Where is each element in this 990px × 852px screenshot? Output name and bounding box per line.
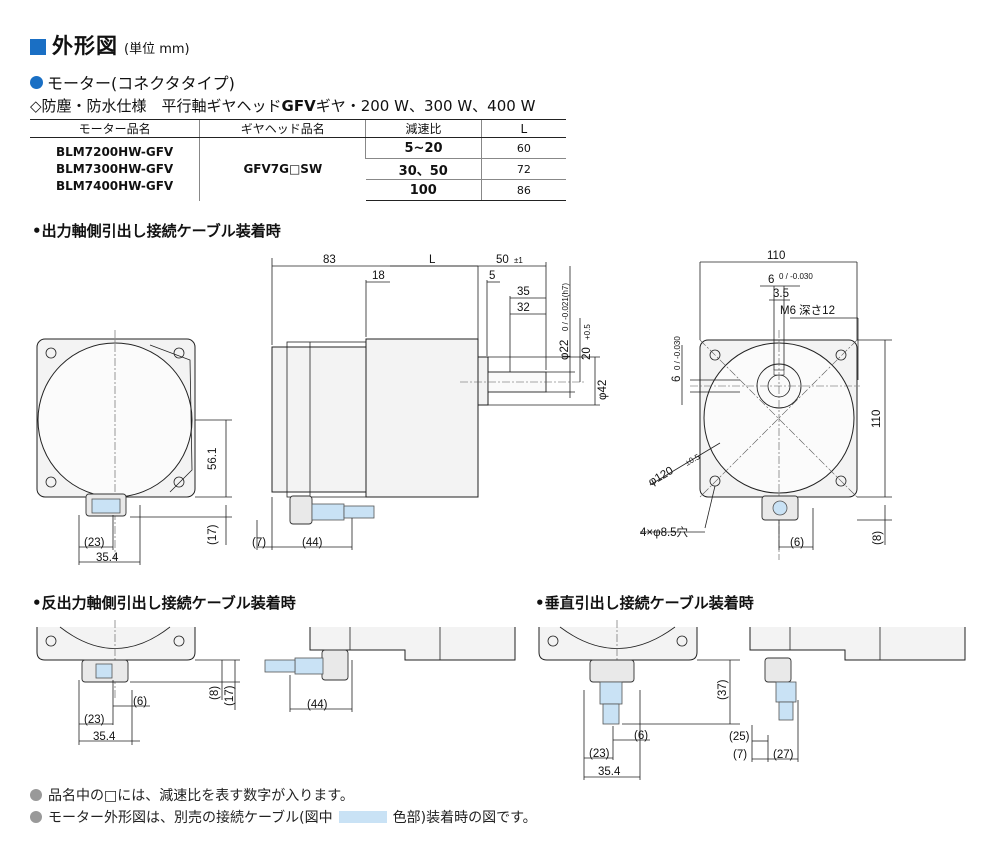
table-row: 100 86: [30, 179, 566, 201]
dim-17-b: (17): [224, 685, 236, 706]
spec-prefix: ◇防塵・防水仕様 平行軸ギヤヘッド: [30, 97, 282, 115]
ratio-cell: 5~20: [365, 137, 482, 159]
motor-side-view: 83 18 L 50 ±1 5 35 32 φ22 0 / -0.021(h7)…: [252, 254, 609, 550]
dim-5: 5: [489, 270, 495, 282]
note-2-text-end: 色部)装着時の図です。: [392, 810, 537, 826]
title-square-icon: [30, 39, 46, 55]
table-row: BLM7200HW-GFV BLM7300HW-GFV BLM7400HW-GF…: [30, 137, 566, 201]
dim-phi120: φ120: [647, 465, 676, 489]
spec-table: モーター品名 ギヤヘッド品名 減速比 L BLM7200HW-GFV BLM73…: [30, 119, 566, 201]
dim-phi42: φ42: [597, 380, 609, 400]
col-header-gearhead: ギヤヘッド品名: [199, 119, 366, 138]
col-header-l: L: [480, 119, 566, 138]
dim-6-side-tol: 0 / -0.030: [673, 336, 682, 370]
dim-44-b: (44): [307, 699, 328, 711]
dim-23: (23): [84, 537, 105, 549]
vertical-side-view: (25) (7) (27): [729, 627, 966, 762]
dim-20: 20: [581, 347, 593, 360]
dim-6: (6): [790, 537, 804, 549]
l-cell: 86: [480, 179, 566, 201]
dim-phi22: φ22: [559, 340, 571, 360]
dim-6-b: (6): [133, 696, 147, 708]
table-row: 30、50 72: [30, 158, 566, 180]
dim-110-top: 110: [767, 250, 785, 262]
l-cell: 60: [480, 137, 566, 159]
dim-27: (27): [773, 749, 794, 761]
vertical-front-view: (23) 35.4 (6) (37): [538, 620, 740, 780]
gearhead-cell: GFV7G□SW: [199, 137, 366, 201]
model-name: BLM7300HW-GFV: [56, 161, 174, 176]
dim-6-side: 6: [671, 376, 683, 382]
dim-20-tol: +0.5: [583, 324, 592, 340]
dim-110-side: 110: [871, 410, 883, 428]
page-header: 外形図 (単位 mm): [30, 30, 190, 60]
dim-3-5: 3.5: [773, 288, 789, 300]
ratio-cell: 30、50: [365, 158, 482, 180]
dim-7: (7): [252, 537, 266, 549]
dim-m6: M6 深さ12: [780, 303, 835, 317]
dim-8: (8): [872, 531, 884, 545]
dim-23-b: (23): [84, 714, 105, 726]
dim-6-c: (6): [634, 730, 648, 742]
gray-bullet-icon: [30, 811, 42, 823]
dim-23-c: (23): [589, 748, 610, 760]
motor-heading: モーター(コネクタタイプ): [30, 70, 235, 94]
motor-front-view: (23) 35.4 56.1 (17): [36, 330, 232, 565]
dim-6-key-tol: 0 / -0.030: [779, 272, 813, 281]
dim-44: (44): [302, 537, 323, 549]
col-header-motor: モーター品名: [30, 119, 200, 138]
model-cell: BLM7200HW-GFV BLM7300HW-GFV BLM7400HW-GF…: [30, 138, 200, 201]
page-title: 外形図: [52, 34, 118, 58]
gray-bullet-icon: [30, 789, 42, 801]
model-name: BLM7400HW-GFV: [56, 178, 174, 193]
note-2-text: モーター外形図は、別売の接続ケーブル(図中: [48, 810, 333, 826]
l-cell: 72: [480, 158, 566, 180]
dim-17: (17): [207, 524, 219, 545]
col-header-ratio: 減速比: [365, 119, 482, 138]
dim-35: 35: [517, 286, 530, 298]
dim-phi22-tol: 0 / -0.021(h7): [561, 283, 570, 331]
note-1: 品名中の□には、減速比を表す数字が入ります。: [30, 785, 354, 805]
cable-color-swatch-icon: [338, 811, 387, 823]
section-opposite-side: •反出力軸側引出し接続ケーブル装着時: [32, 594, 296, 612]
opposite-side-side-view: (44): [264, 627, 516, 712]
dim-l: L: [429, 254, 436, 266]
dim-25: (25): [729, 731, 750, 743]
dim-37: (37): [717, 679, 729, 700]
dim-50-tol: ±1: [514, 256, 523, 265]
dim-56-1: 56.1: [207, 448, 219, 470]
dim-6-key: 6: [768, 274, 774, 286]
section-output-side: •出力軸側引出し接続ケーブル装着時: [32, 222, 281, 240]
unit-label: (単位 mm): [124, 42, 190, 57]
dim-phi120-tol: ±0.5: [684, 452, 702, 468]
dim-32: 32: [517, 302, 530, 314]
gearhead-flange-view: 110 6 0 / -0.030 3.5 M6 深さ12 6 0 / -0.03…: [640, 250, 892, 560]
spec-line: ◇防塵・防水仕様 平行軸ギヤヘッドGFVギヤ・200 W、300 W、400 W: [30, 95, 535, 116]
spec-suffix: ギヤ・200 W、300 W、400 W: [315, 97, 536, 115]
opposite-side-front-view: (23) 35.4 (6) (8) (17): [36, 620, 240, 745]
dim-holes: 4×φ8.5穴: [640, 525, 689, 539]
dim-7-b: (7): [733, 749, 747, 761]
section-vertical: •垂直引出し接続ケーブル装着時: [535, 594, 754, 612]
dim-8-b: (8): [209, 686, 221, 700]
dim-35-4-b: 35.4: [93, 731, 116, 743]
note-2: モーター外形図は、別売の接続ケーブル(図中 色部)装着時の図です。: [30, 807, 537, 827]
note-1-text: 品名中の□には、減速比を表す数字が入ります。: [48, 788, 354, 804]
blue-dot-icon: [30, 75, 43, 89]
ratio-cell: 100: [365, 179, 482, 201]
spec-gfv: GFV: [281, 97, 316, 115]
dim-83: 83: [323, 254, 336, 266]
model-name: BLM7200HW-GFV: [56, 144, 174, 159]
motor-heading-text: モーター(コネクタタイプ): [47, 74, 235, 93]
dim-18: 18: [372, 270, 385, 282]
dim-35-4: 35.4: [96, 552, 119, 564]
dim-35-4-c: 35.4: [598, 766, 621, 778]
dim-50: 50: [496, 254, 509, 266]
